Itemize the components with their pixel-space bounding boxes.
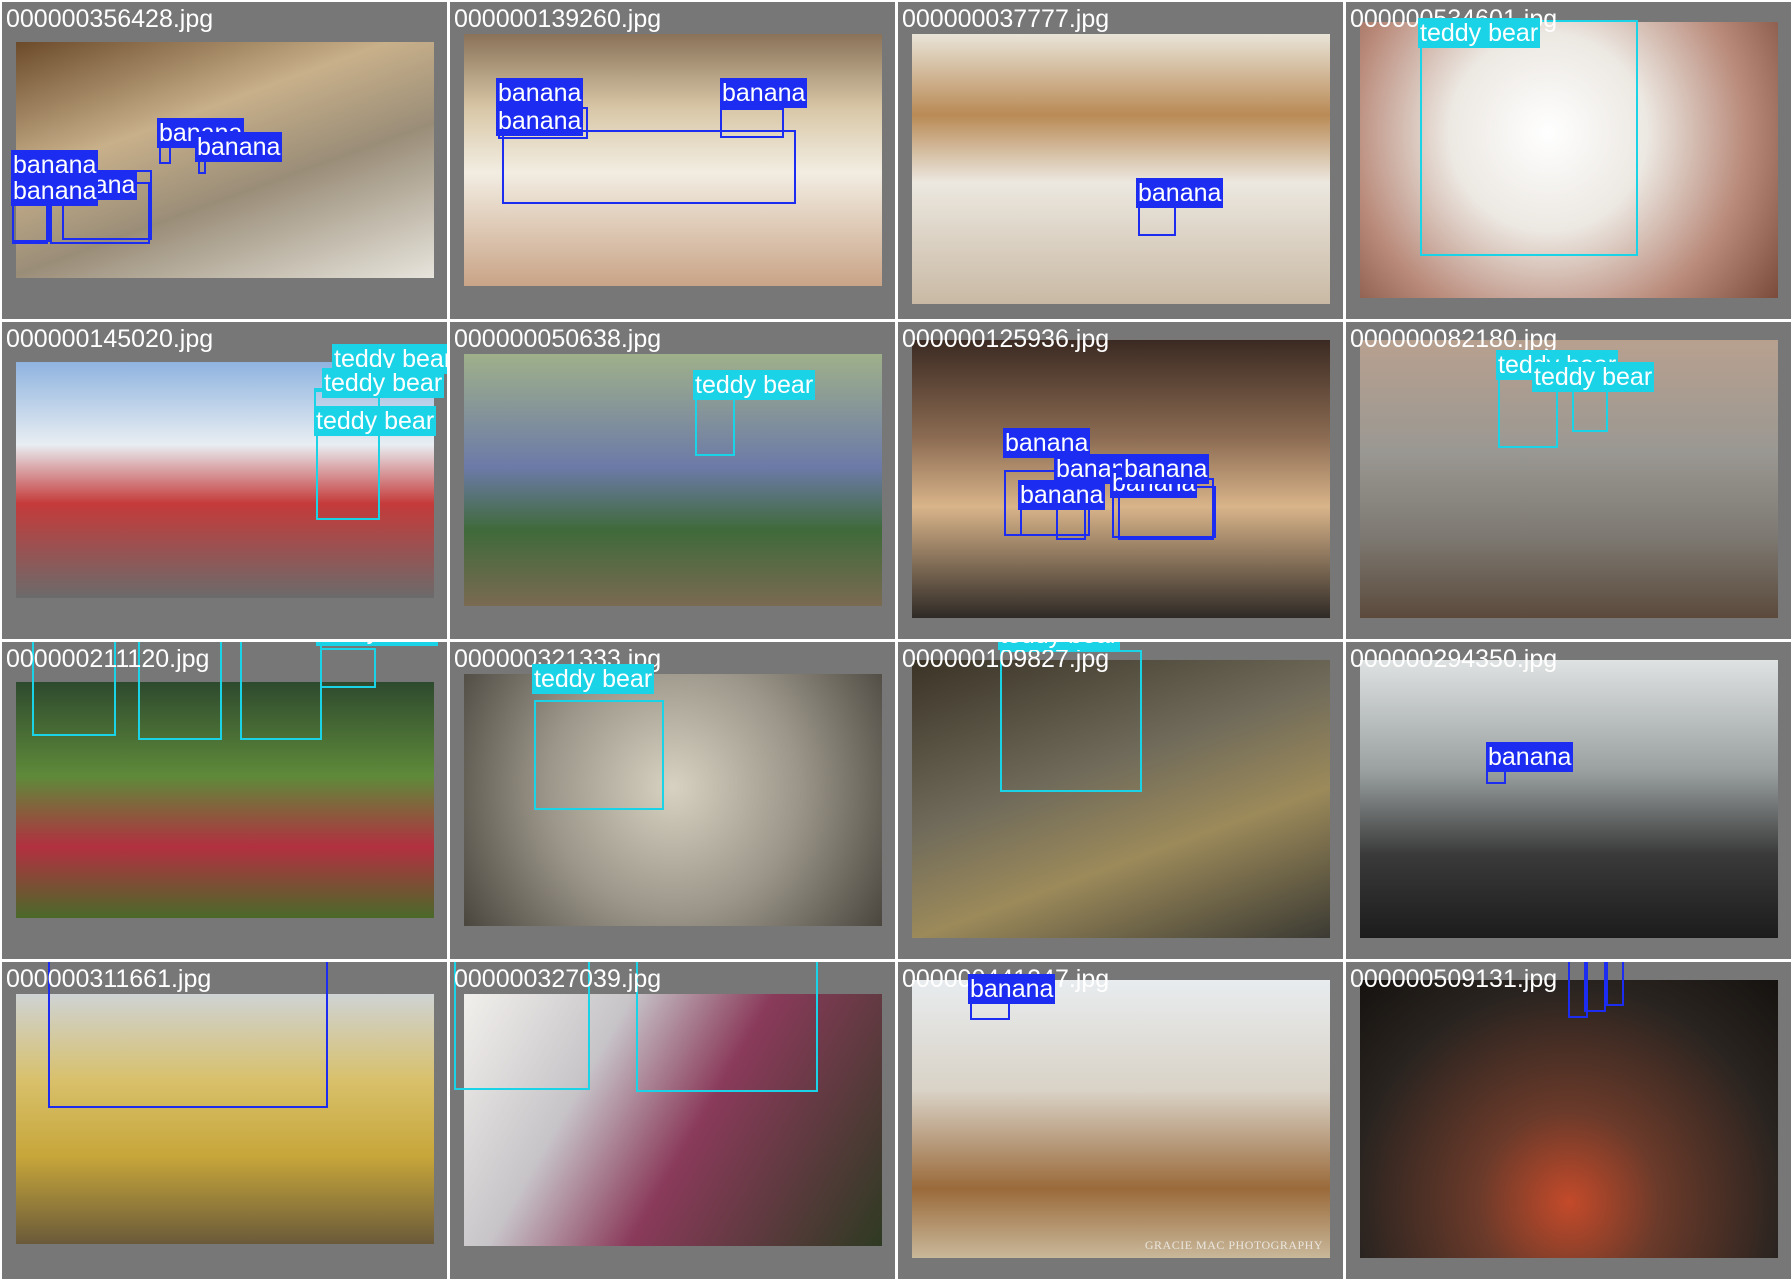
mosaic-cell: GRACIE MAC PHOTOGRAPHY000000441247.jpgba… [898, 962, 1343, 1279]
bbox-banana [1138, 204, 1176, 236]
class-label: teddy bear [314, 406, 437, 436]
mosaic-cell: 000000037777.jpg banana [898, 2, 1343, 319]
bbox-banana [502, 130, 796, 204]
class-label: banana [1003, 428, 1091, 458]
image-filename: 000000050638.jpg [454, 325, 662, 353]
bbox-teddy-bear [320, 648, 376, 688]
class-label: teddy bear [316, 642, 439, 646]
image-filename: 000000082180.jpg [1350, 325, 1558, 353]
sample-image [16, 994, 434, 1244]
class-label: teddy bear [532, 664, 655, 694]
image-filename: 000000211120.jpg [6, 645, 210, 673]
bbox-teddy-bear [534, 700, 664, 810]
mosaic-cell: 000000050638.jpg teddy bear [450, 322, 895, 639]
class-label: banana [496, 78, 584, 108]
mosaic-cell: 000000356428.jpgbananabananabananabanana… [2, 2, 447, 319]
bbox-banana [1568, 962, 1588, 1018]
class-label: banana [11, 150, 99, 180]
class-label: teddy bear [322, 368, 445, 398]
sample-image [464, 994, 882, 1246]
class-label: banana [1122, 454, 1210, 484]
class-label: banana [968, 974, 1056, 1004]
class-label: banana [720, 78, 808, 108]
bbox-banana [1606, 962, 1624, 1006]
sample-image [16, 362, 434, 598]
class-label: banana [1018, 480, 1106, 510]
class-label: banana [1486, 742, 1574, 772]
sample-image [464, 34, 882, 286]
class-label: teddy bear [1418, 18, 1541, 48]
class-label: teddy bear [1532, 362, 1655, 392]
image-filename: 000000145020.jpg [6, 325, 214, 353]
image-filename: 000000139260.jpg [454, 5, 662, 33]
image-filename: 000000509131.jpg [1350, 965, 1558, 993]
image-filename: 000000294350.jpg [1350, 645, 1558, 673]
bbox-teddy-bear [240, 642, 322, 740]
bbox-teddy-bear [454, 962, 590, 1090]
bbox-teddy-bear [1420, 20, 1638, 256]
bbox-teddy-bear [32, 642, 116, 736]
image-filename: 000000125936.jpg [902, 325, 1110, 353]
class-label: banana [496, 106, 584, 136]
watermark: GRACIE MAC PHOTOGRAPHY [1144, 1238, 1323, 1252]
sample-image [1360, 660, 1778, 938]
image-filename: 000000037777.jpg [902, 5, 1110, 33]
sample-image [912, 34, 1330, 304]
mosaic-cell: 000000294350.jpg banana [1346, 642, 1791, 959]
class-label: teddy bear [998, 642, 1121, 650]
class-label: banana [195, 132, 283, 162]
bbox-banana [48, 962, 328, 1108]
bbox-teddy-bear [1000, 650, 1142, 792]
sample-image [464, 354, 882, 606]
sample-image [912, 660, 1330, 938]
bbox-teddy-bear [695, 398, 735, 456]
sample-image [16, 682, 434, 918]
image-filename: 000000327039.jpg [454, 965, 662, 993]
image-filename: 000000356428.jpg [6, 5, 214, 33]
class-label: banana [11, 176, 99, 206]
sample-image [464, 674, 882, 926]
sample-image [1360, 22, 1778, 298]
sample-image [1360, 980, 1778, 1258]
class-label: banana [1136, 178, 1224, 208]
bbox-teddy-bear [138, 642, 222, 740]
bbox-teddy-bear [636, 962, 818, 1092]
image-filename: 000000311661.jpg [6, 965, 212, 993]
sample-image [912, 980, 1330, 1258]
bbox-teddy-bear [316, 432, 380, 520]
bbox-banana [1584, 962, 1606, 1012]
bbox-banana [720, 108, 784, 138]
class-label: teddy bear [693, 370, 816, 400]
